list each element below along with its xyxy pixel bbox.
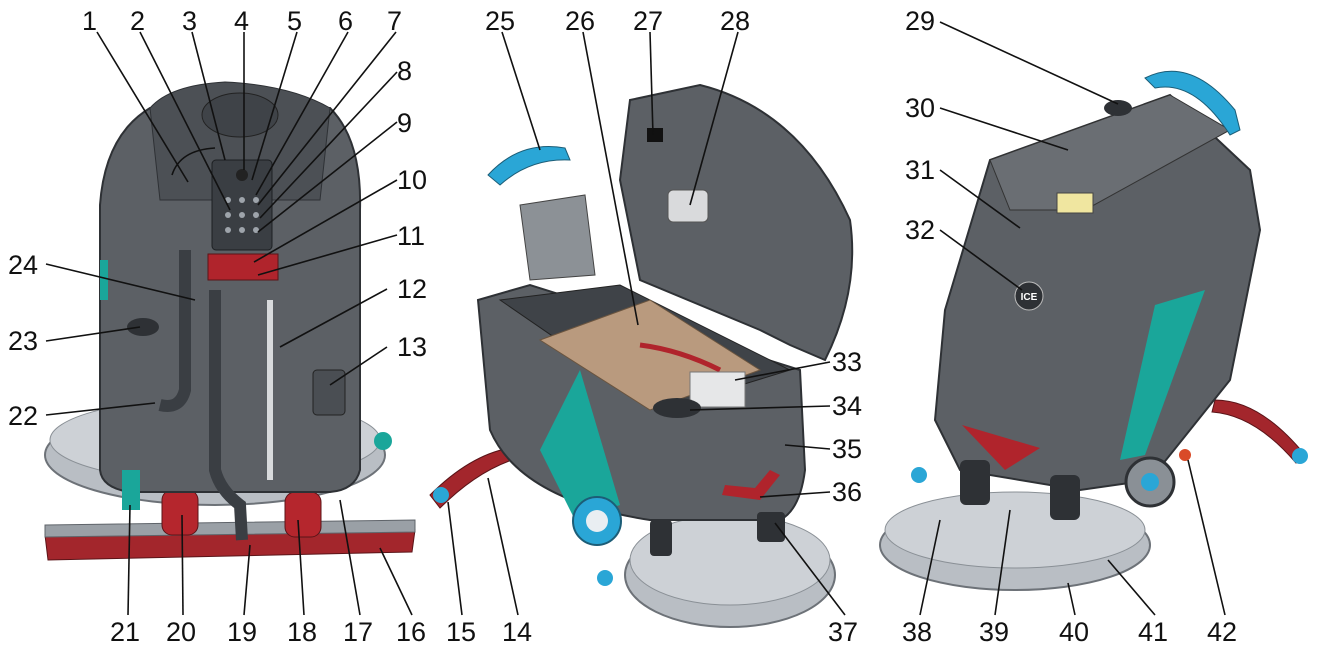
callout-label: 17 [343, 617, 373, 647]
fill-port [653, 398, 701, 418]
red-panel [207, 253, 279, 281]
side-cover [312, 369, 346, 416]
callout-label: 4 [234, 6, 249, 36]
callout-label: 23 [8, 326, 38, 356]
callout-label: 39 [979, 617, 1009, 647]
callout-label: 16 [396, 617, 426, 647]
logo-badge [1014, 281, 1044, 311]
callout-label: 40 [1059, 617, 1089, 647]
leader-lines [45, 21, 1226, 616]
callout-label: 8 [397, 56, 412, 86]
recovery-hose [158, 250, 191, 412]
callout-label: 42 [1207, 617, 1237, 647]
callout-label: 7 [387, 6, 402, 36]
callout-label: 30 [905, 93, 935, 123]
callout-label: 6 [338, 6, 353, 36]
lid-clip [647, 128, 663, 142]
front-handle [1144, 70, 1241, 136]
callout-label: 35 [832, 434, 862, 464]
control-bracket [519, 194, 596, 281]
brush-motor-2 [757, 512, 785, 542]
callout-label: 1 [82, 6, 97, 36]
callout-label: 2 [130, 6, 145, 36]
rear-view-illustration [44, 81, 416, 561]
mid-deck-knob [597, 570, 613, 586]
callout-label: 11 [397, 221, 425, 251]
front-view-illustration: ICE [879, 70, 1308, 591]
accent-stripe [100, 260, 108, 300]
hood-dome [201, 92, 279, 138]
front-motor-1 [960, 460, 990, 505]
rear-wheel-right [284, 491, 322, 538]
callout-label: 21 [110, 617, 140, 647]
front-squeegee-knob [1292, 448, 1308, 464]
side-port [127, 318, 159, 336]
callout-label: 24 [8, 250, 38, 280]
handle-accent [487, 146, 571, 186]
front-brush-deck-top [884, 491, 1146, 569]
drain-hose [209, 290, 248, 541]
callout-label: 20 [166, 617, 196, 647]
callout-label: 3 [182, 6, 197, 36]
callout-label: 41 [1138, 617, 1168, 647]
label-sticker [1056, 192, 1094, 214]
body-shell [99, 107, 362, 493]
front-light [962, 425, 1040, 470]
handle [171, 147, 216, 176]
key-switch [236, 169, 248, 181]
mid-tail-light [722, 470, 780, 500]
open-lid [618, 83, 854, 362]
front-lid [989, 94, 1232, 211]
callout-label: 32 [905, 215, 935, 245]
front-fill-cap [1104, 100, 1132, 116]
callout-label: 9 [397, 108, 412, 138]
callout-label: 13 [397, 332, 427, 362]
callout-label: 18 [287, 617, 317, 647]
callout-label: 22 [8, 401, 38, 431]
mid-wheel-hub [586, 510, 608, 532]
front-wheel-hub [1141, 473, 1159, 491]
callout-label: 31 [905, 155, 935, 185]
callout-label: 27 [633, 6, 663, 36]
callout-label: 5 [287, 6, 302, 36]
deck-knob [374, 432, 392, 450]
callout-label: 12 [397, 274, 427, 304]
callout-label: 10 [397, 165, 427, 195]
callout-numbers: 1 2 3 4 5 6 7 8 9 10 11 24 23 22 12 13 2… [8, 6, 1237, 647]
callout-label: 34 [832, 391, 862, 421]
callout-label: 15 [446, 617, 476, 647]
front-motor-2 [1050, 475, 1080, 520]
accent-foot [122, 470, 140, 510]
front-valve [1179, 449, 1191, 461]
open-tank-illustration [429, 83, 854, 628]
battery-cable [639, 342, 722, 373]
callout-label: 38 [902, 617, 932, 647]
mid-squeegee-knob [433, 487, 449, 503]
tank-accent [540, 370, 620, 520]
callout-label: 26 [565, 6, 595, 36]
callout-label: 19 [227, 617, 257, 647]
callout-label: 37 [828, 617, 858, 647]
callout-label: 25 [485, 6, 515, 36]
callout-label: 28 [720, 6, 750, 36]
callout-label: 14 [502, 617, 532, 647]
lid-pump [667, 189, 709, 223]
brush-motor [650, 520, 672, 556]
callout-label: 29 [905, 6, 935, 36]
rear-wheel-left [161, 489, 199, 536]
callout-label: 36 [832, 477, 862, 507]
callout-label: 33 [832, 347, 862, 377]
front-accent [1120, 290, 1205, 460]
logo-badge-text: ICE [1021, 292, 1038, 303]
front-deck-knob [911, 467, 927, 483]
front-squeegee [1211, 399, 1306, 464]
charger-plate [689, 371, 746, 408]
